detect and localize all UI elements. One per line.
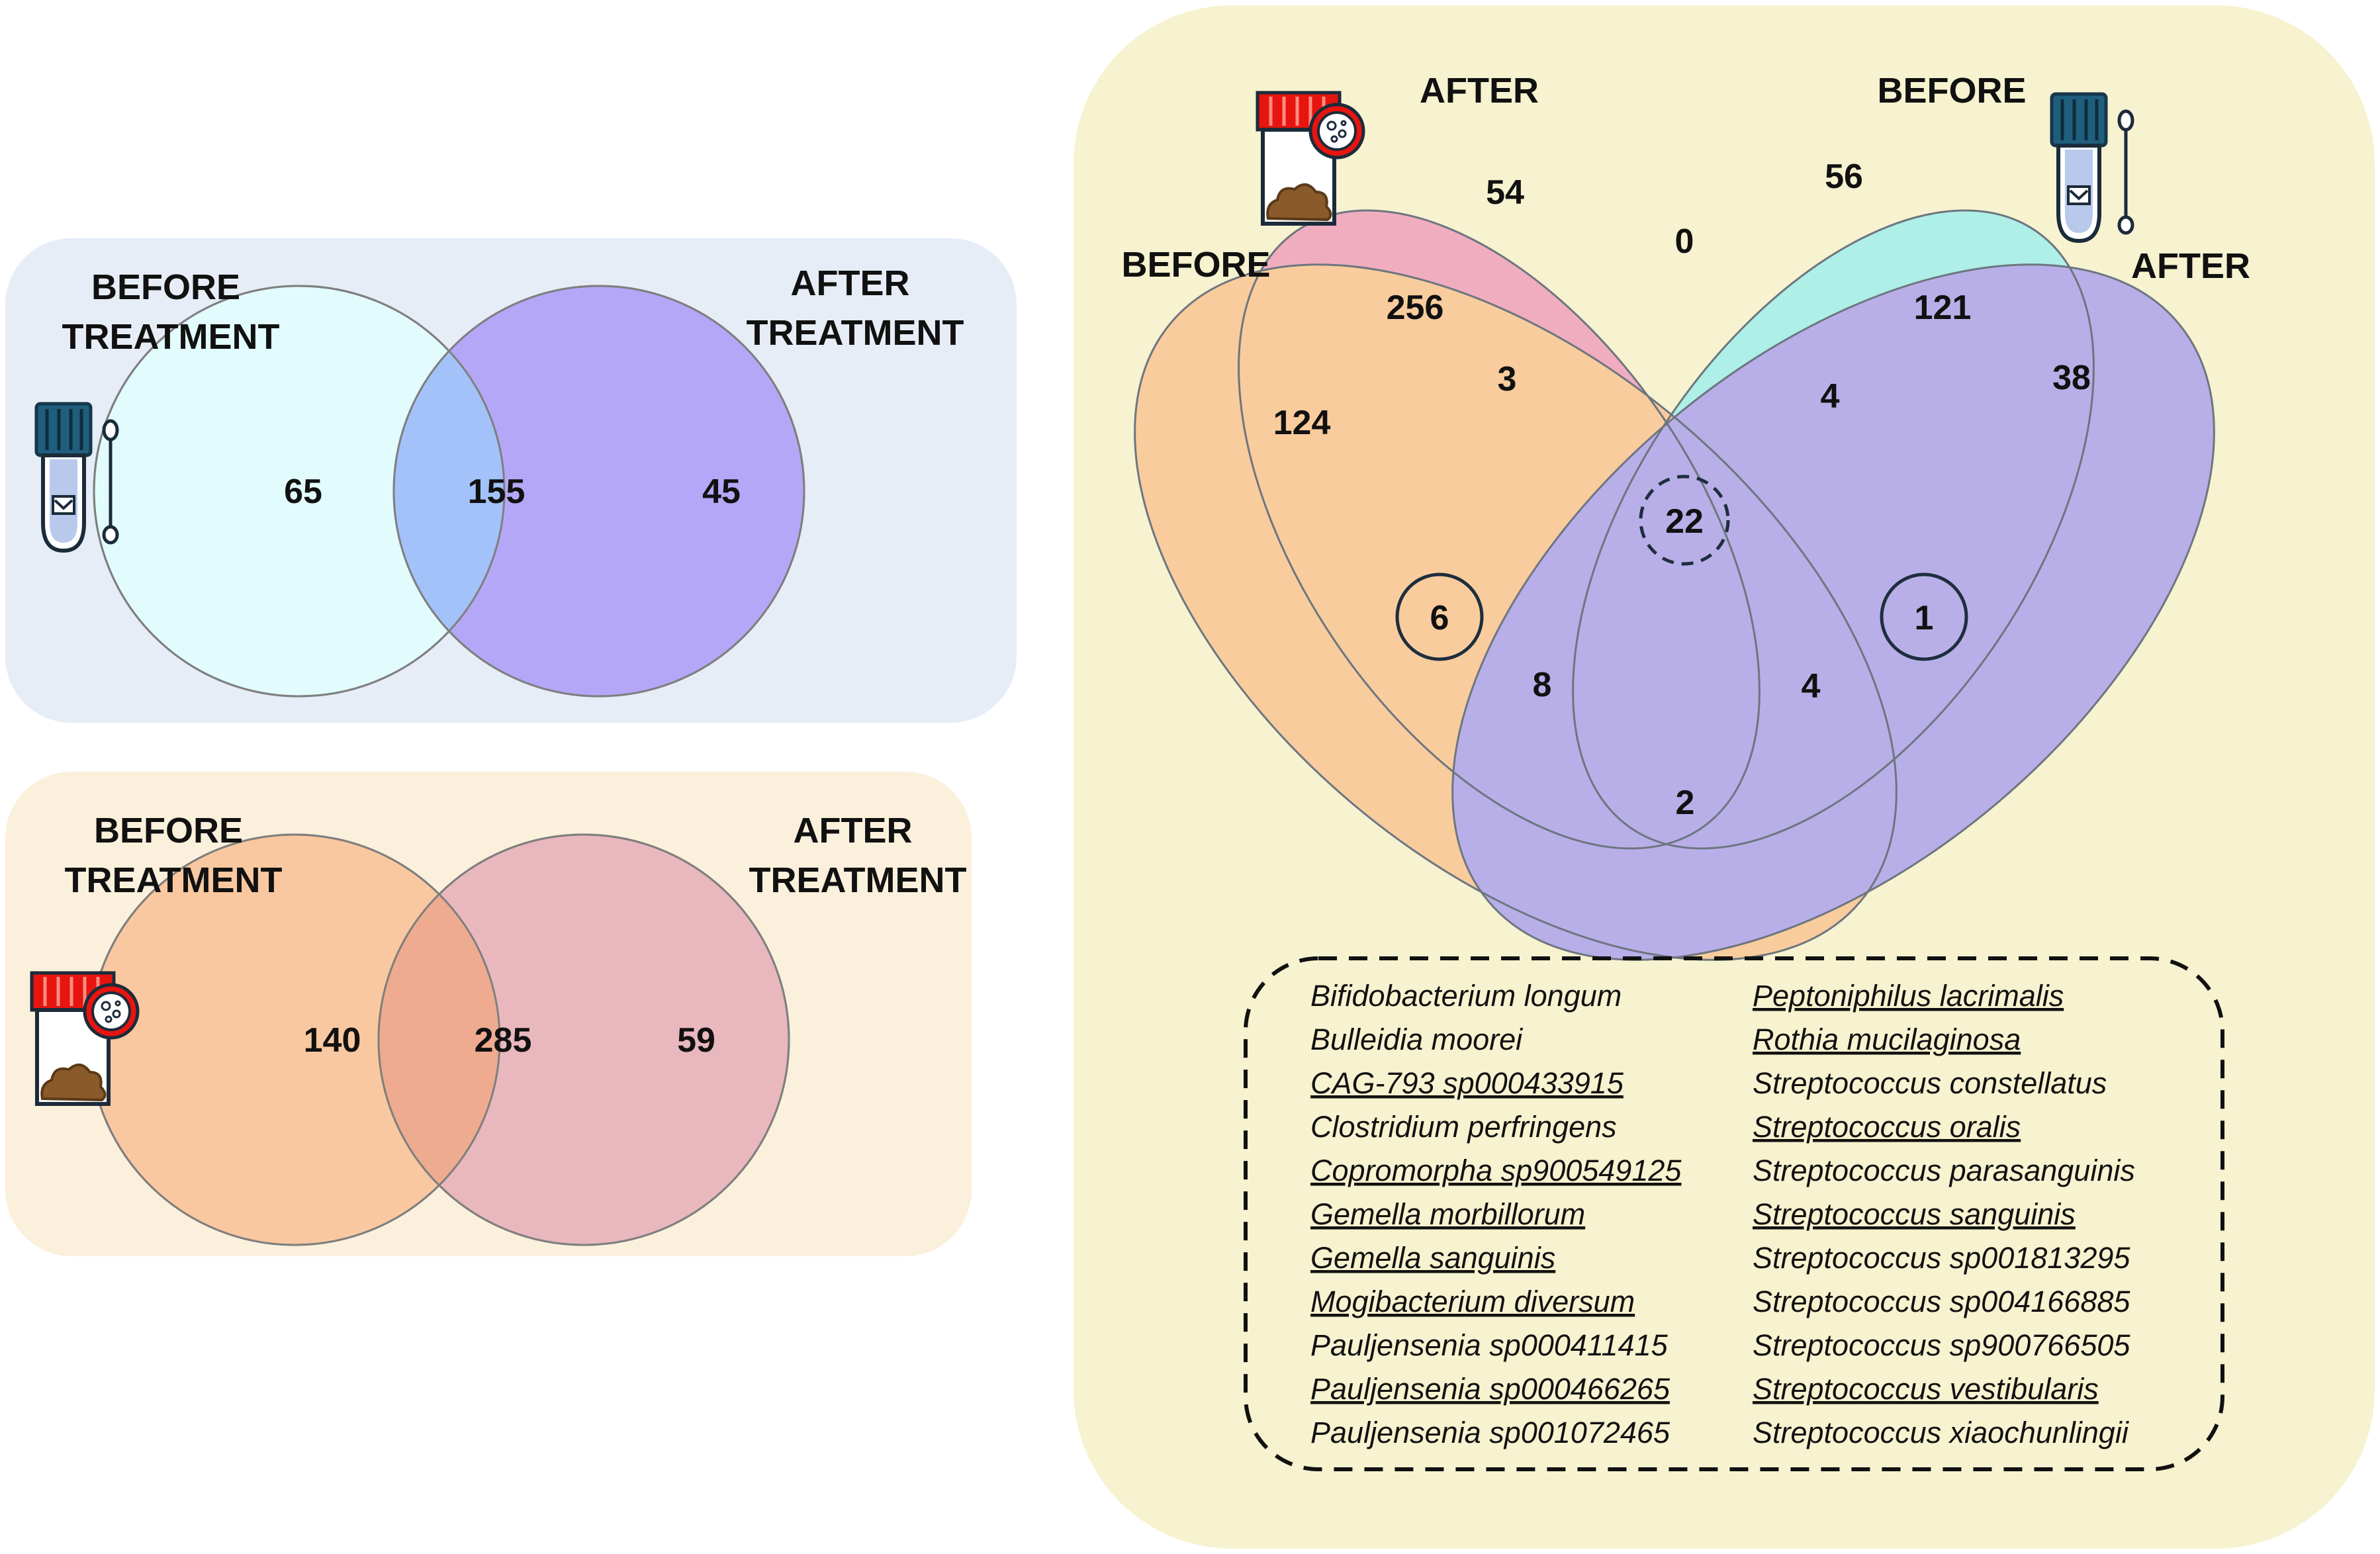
count-stool-before-only: 124 [1273, 404, 1331, 442]
swab-after-outline [1451, 263, 2215, 961]
all-four-highlight [1639, 475, 1730, 566]
venn-four-panel: AFTER BEFORE BEFORE AFTER 54 56 124 38 0… [1074, 5, 2375, 1549]
stool-after-only-count: 59 [677, 1021, 715, 1060]
right-highlight-circle [1880, 572, 1968, 661]
swab-before-outline [1572, 209, 2095, 850]
swab-after-outline [392, 285, 805, 698]
species-name: Rothia mucilaginosa [1753, 1023, 2021, 1056]
species-name: Copromorpha sp900549125 [1310, 1154, 1682, 1187]
swab-before-only-count: 65 [284, 473, 322, 511]
stool-before-only-count: 140 [304, 1021, 361, 1060]
four-swab-after-label: AFTER [2131, 246, 2250, 286]
count-circled-left: 6 [1430, 599, 1449, 637]
species-name: CAG-793 sp000433915 [1310, 1066, 1624, 1100]
four-venn-outlines [1134, 209, 2215, 961]
species-name: Pauljensenia sp001072465 [1310, 1416, 1671, 1449]
four-swab-before-label: BEFORE [1877, 71, 2026, 111]
count-all-four: 22 [1665, 502, 1704, 541]
species-name: Pauljensenia sp000466265 [1310, 1372, 1671, 1406]
species-name: Gemella sanguinis [1310, 1241, 1555, 1275]
species-name: Streptococcus xiaochunlingii [1753, 1416, 2130, 1449]
stool-left-label: BEFORE TREATMENT [65, 811, 283, 900]
species-name: Streptococcus sp004166885 [1753, 1285, 2130, 1318]
count-left-triple: 3 [1498, 360, 1517, 398]
swab-after-set [1452, 264, 2215, 960]
species-name: Pauljensenia sp000411415 [1310, 1328, 1669, 1362]
species-name: Streptococcus vestibularis [1753, 1372, 2099, 1406]
swab-right-label: AFTER TREATMENT [747, 263, 964, 353]
species-name: Peptoniphilus lacrimalis [1753, 979, 2064, 1013]
swab-left-label: BEFORE TREATMENT [62, 267, 280, 357]
species-name: Streptococcus sanguinis [1753, 1197, 2076, 1231]
venn-swab-panel: BEFORE TREATMENT AFTER TREATMENT 65 155 … [5, 238, 1017, 723]
count-right-triple: 4 [1821, 377, 1840, 416]
stool-after-outline [1238, 209, 1761, 850]
left-highlight-circle [1395, 572, 1484, 661]
species-name: Streptococcus sp001813295 [1753, 1241, 2130, 1275]
species-name: Streptococcus oralis [1753, 1110, 2021, 1144]
stool-after-outline [377, 833, 790, 1246]
species-name: Bulleidia moorei [1310, 1023, 1524, 1056]
four-stool-after-label: AFTER [1420, 71, 1539, 111]
species-list-box [1244, 956, 2224, 1471]
four-stool-before-label: BEFORE [1121, 245, 1270, 285]
count-stool-before-after: 256 [1387, 289, 1444, 327]
stool-shared-count: 285 [475, 1021, 532, 1060]
count-swab-before-only: 56 [1825, 158, 1863, 196]
species-name: Gemella morbillorum [1310, 1197, 1585, 1231]
species-name: Clostridium perfringens [1310, 1110, 1617, 1144]
count-swab-before-after: 121 [1914, 289, 1972, 327]
count-circled-right: 1 [1915, 599, 1934, 637]
species-name: Streptococcus parasanguinis [1753, 1154, 2135, 1187]
venn-stool-panel: BEFORE TREATMENT AFTER TREATMENT 140 285… [5, 772, 972, 1256]
swab-before-outline [93, 285, 506, 698]
stool-right-label: AFTER TREATMENT [749, 811, 967, 900]
count-stool-after-only: 54 [1486, 173, 1524, 212]
count-top-center: 0 [1675, 222, 1694, 261]
count-lower-left: 8 [1533, 666, 1552, 704]
species-name: Streptococcus constellatus [1753, 1066, 2107, 1100]
species-name: Bifidobacterium longum [1310, 979, 1622, 1013]
count-lower-right: 4 [1802, 667, 1821, 706]
swab-after-only-count: 45 [702, 473, 741, 511]
count-swab-after-only: 38 [2052, 359, 2091, 397]
species-name: Mogibacterium diversum [1310, 1285, 1635, 1318]
stool-before-outline [1134, 263, 1898, 961]
species-name: Streptococcus sp900766505 [1753, 1328, 2130, 1362]
swab-shared-count: 155 [468, 473, 526, 511]
count-bottom: 2 [1676, 784, 1695, 822]
